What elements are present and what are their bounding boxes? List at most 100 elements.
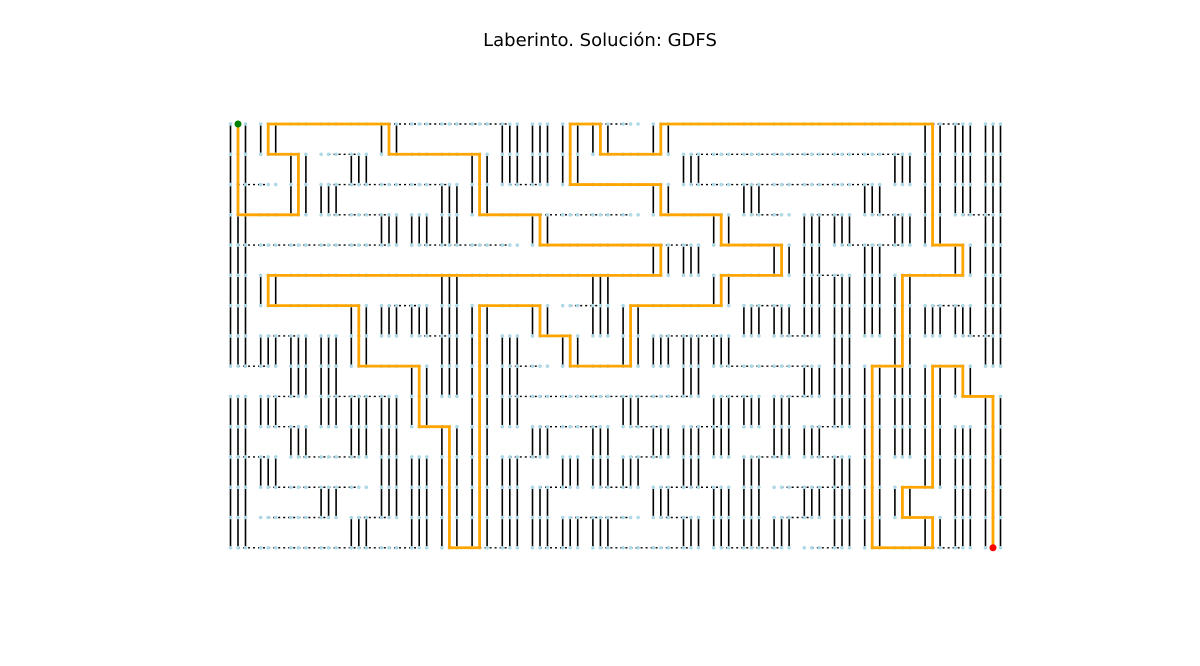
maze-node	[817, 213, 822, 217]
maze-node	[900, 213, 905, 217]
maze-walls	[229, 123, 1002, 549]
maze-node	[575, 424, 580, 429]
maze-node	[757, 424, 761, 429]
maze-node	[711, 545, 716, 550]
maze-node	[772, 364, 776, 368]
maze-node	[961, 213, 965, 217]
maze-node	[236, 334, 240, 338]
maze-node	[726, 515, 731, 520]
maze-node	[530, 334, 535, 338]
maze-node	[711, 273, 716, 278]
maze-node	[991, 213, 995, 217]
maze-node	[387, 303, 391, 308]
maze-node	[266, 515, 271, 520]
maze-node	[606, 334, 610, 338]
maze-node	[810, 273, 814, 278]
maze-node	[832, 213, 837, 217]
maze-node	[258, 122, 263, 126]
maze-node	[440, 213, 444, 217]
maze-node	[719, 424, 723, 429]
maze-node	[840, 364, 844, 368]
maze-node	[538, 485, 542, 490]
maze-node	[810, 545, 814, 550]
maze-node	[530, 424, 535, 429]
maze-node	[893, 515, 897, 520]
maze-node	[787, 394, 791, 399]
maze-node	[364, 394, 369, 399]
maze-node	[236, 485, 240, 490]
maze-node	[696, 515, 701, 520]
maze-node	[840, 394, 844, 399]
maze-node	[387, 485, 391, 490]
maze-node	[508, 182, 512, 187]
maze-node	[998, 303, 1003, 308]
maze-node	[651, 424, 656, 429]
maze-node	[289, 243, 293, 247]
maze-node	[500, 485, 505, 490]
maze-node	[447, 243, 452, 247]
maze-node	[606, 515, 610, 520]
maze-node	[893, 334, 897, 338]
maze-node	[689, 273, 693, 278]
maze-node	[485, 424, 489, 429]
maze-node	[923, 303, 927, 308]
maze-node	[515, 455, 520, 459]
maze-node	[258, 515, 263, 520]
maze-node	[689, 334, 693, 338]
maze-node	[968, 545, 973, 550]
maze-node	[659, 485, 663, 490]
maze-node	[689, 152, 693, 157]
maze-node	[847, 152, 852, 157]
maze-node	[455, 424, 459, 429]
maze-node	[810, 455, 814, 459]
maze-node	[455, 394, 459, 399]
maze-node	[477, 243, 482, 247]
maze-node	[500, 515, 505, 520]
maze-node	[908, 182, 912, 187]
maze-node	[379, 455, 384, 459]
maze-node	[787, 182, 791, 187]
maze-node	[787, 152, 791, 157]
maze-node	[847, 424, 852, 429]
maze-node	[560, 545, 565, 550]
maze-node	[719, 515, 723, 520]
maze-node	[862, 243, 867, 247]
maze-node	[983, 455, 988, 459]
maze-node	[893, 394, 897, 399]
maze-node	[500, 243, 505, 247]
maze-node	[749, 182, 754, 187]
maze-node	[877, 485, 882, 490]
maze-node	[862, 213, 867, 217]
maze-node	[455, 334, 459, 338]
maze-node	[621, 122, 625, 126]
maze-node	[998, 182, 1003, 187]
maze-node	[810, 394, 814, 399]
maze-node	[228, 394, 233, 399]
maze-node	[258, 424, 263, 429]
maze-node	[772, 515, 776, 520]
maze-node	[379, 182, 384, 187]
maze-node	[749, 545, 754, 550]
maze-node	[508, 243, 512, 247]
maze-node	[938, 455, 942, 459]
maze-node	[666, 455, 671, 459]
maze-node	[636, 545, 640, 550]
maze-node	[832, 273, 837, 278]
maze-node	[560, 182, 565, 187]
maze-node	[409, 334, 414, 338]
maze-node	[953, 485, 958, 490]
maze-node	[560, 424, 565, 429]
maze-node	[991, 152, 995, 157]
maze-node	[357, 243, 361, 247]
maze-node	[387, 424, 391, 429]
maze-node	[666, 424, 671, 429]
maze-node	[334, 182, 338, 187]
maze-node	[289, 545, 293, 550]
maze-node	[326, 545, 331, 550]
maze-node	[651, 455, 656, 459]
maze-node	[228, 334, 233, 338]
maze-node	[802, 243, 807, 247]
maze-node	[923, 182, 927, 187]
maze-node	[266, 545, 271, 550]
maze-node	[862, 485, 867, 490]
